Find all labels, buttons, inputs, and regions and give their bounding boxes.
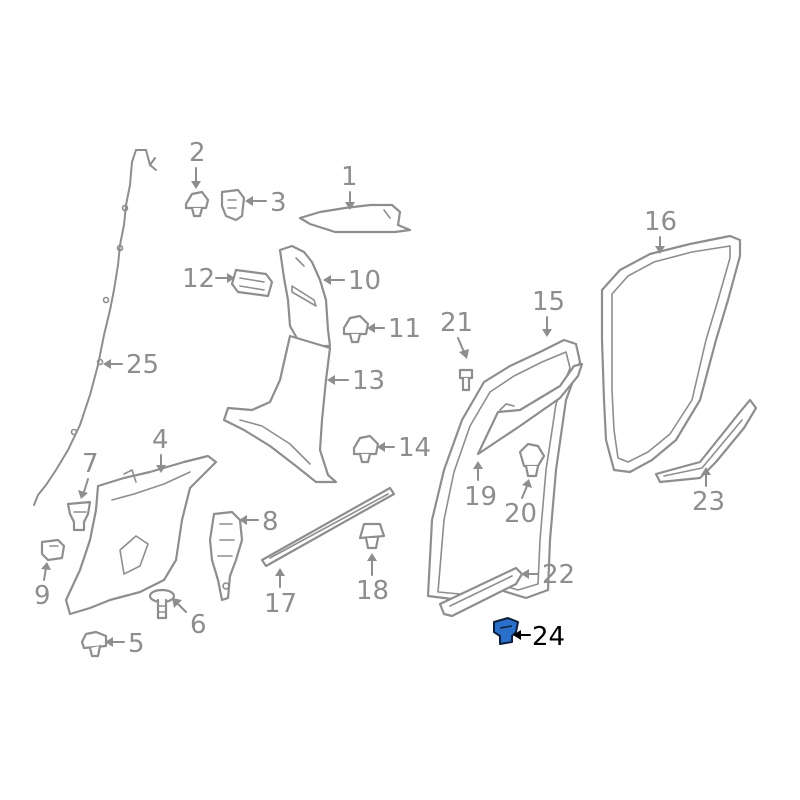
part-6-screw[interactable] [148, 588, 176, 620]
callout-9: 9 [34, 562, 51, 611]
callout-24-highlighted: 24 [513, 622, 565, 652]
svg-text:21: 21 [440, 308, 473, 338]
callout-23: 23 [692, 467, 725, 517]
callout-13: 13 [327, 366, 385, 396]
svg-text:20: 20 [504, 499, 537, 529]
svg-text:10: 10 [348, 266, 381, 296]
svg-text:9: 9 [34, 581, 51, 611]
svg-text:8: 8 [262, 507, 279, 537]
svg-text:22: 22 [542, 560, 575, 590]
callout-19: 19 [464, 461, 497, 512]
part-14-push-clip[interactable] [352, 434, 380, 464]
callout-12: 12 [182, 264, 235, 294]
callout-15: 15 [532, 287, 565, 337]
svg-text:16: 16 [644, 207, 677, 237]
callout-7: 7 [78, 449, 99, 499]
svg-text:18: 18 [356, 576, 389, 606]
part-9-block[interactable] [40, 538, 66, 562]
callout-1: 1 [341, 162, 358, 210]
svg-text:17: 17 [264, 589, 297, 619]
callout-17: 17 [264, 568, 297, 619]
svg-text:24: 24 [532, 622, 565, 652]
callout-25: 25 [103, 350, 159, 380]
part-15-door-seal[interactable] [426, 338, 584, 602]
part-3-retainer[interactable] [220, 188, 246, 222]
svg-text:23: 23 [692, 487, 725, 517]
callout-6: 6 [172, 598, 207, 640]
part-5-push-clip[interactable] [80, 630, 108, 658]
svg-text:13: 13 [352, 366, 385, 396]
part-11-push-clip[interactable] [342, 314, 370, 344]
part-4-quarter-trim[interactable] [64, 454, 218, 616]
part-20-clip[interactable] [518, 442, 546, 478]
svg-text:19: 19 [464, 482, 497, 512]
part-2-push-clip[interactable] [184, 190, 210, 218]
svg-text:7: 7 [82, 449, 99, 479]
callout-11: 11 [367, 314, 421, 344]
part-13-lower-pillar-trim[interactable] [222, 334, 338, 484]
svg-text:12: 12 [182, 264, 215, 294]
svg-text:4: 4 [152, 425, 169, 455]
svg-text:1: 1 [341, 162, 358, 192]
svg-text:2: 2 [189, 138, 206, 168]
part-1-upper-trim[interactable] [298, 203, 412, 234]
part-12-vent[interactable] [230, 268, 274, 298]
part-24-clip-highlighted[interactable] [493, 617, 519, 645]
callout-5: 5 [105, 629, 145, 659]
svg-text:3: 3 [270, 188, 287, 218]
part-10-upper-pillar-trim[interactable] [278, 244, 332, 348]
callout-18: 18 [356, 553, 389, 606]
part-25-wiring-harness[interactable] [33, 149, 157, 506]
part-17-sill-strip[interactable] [260, 486, 396, 568]
part-21-screw[interactable] [458, 368, 474, 392]
part-18-clip[interactable] [358, 522, 386, 550]
svg-text:14: 14 [398, 433, 431, 463]
part-7-clip[interactable] [66, 500, 92, 532]
callout-10: 10 [323, 266, 381, 296]
callout-21: 21 [440, 308, 473, 359]
callout-22: 22 [521, 560, 575, 590]
svg-text:15: 15 [532, 287, 565, 317]
callout-4: 4 [152, 425, 169, 473]
svg-text:25: 25 [126, 350, 159, 380]
callout-14: 14 [377, 433, 431, 463]
part-16-rear-door-seal[interactable] [600, 234, 742, 474]
part-23-rear-sill-trim[interactable] [654, 398, 758, 484]
svg-text:6: 6 [190, 610, 207, 640]
callout-3: 3 [245, 188, 287, 218]
callout-16: 16 [644, 207, 677, 254]
callout-2: 2 [189, 138, 206, 189]
svg-text:11: 11 [388, 314, 421, 344]
callout-8: 8 [239, 507, 279, 537]
svg-text:5: 5 [128, 629, 145, 659]
part-8-bracket[interactable] [208, 510, 244, 602]
part-22-sill-plate[interactable] [438, 566, 524, 618]
callout-20: 20 [504, 479, 537, 529]
